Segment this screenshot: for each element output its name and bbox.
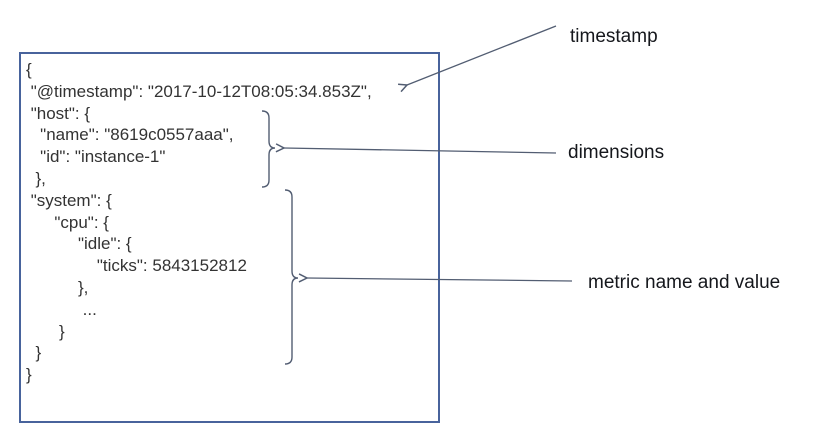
dimensions-label: dimensions <box>568 142 665 163</box>
metric-label: metric name and value <box>588 272 781 293</box>
code-line-cpu-open: "cpu": { <box>26 212 109 232</box>
code-line-idle-open: "idle": { <box>26 234 132 254</box>
json-document-box: { "@timestamp": "2017-10-12T08:05:34.853… <box>19 52 440 423</box>
code-line-root-close: } <box>26 365 32 385</box>
code-line-ticks: "ticks": 5843152812 <box>26 256 247 276</box>
code-line-system-close: } <box>26 343 42 363</box>
timestamp-label: timestamp <box>570 26 658 47</box>
code-line-host-id: "id": "instance-1" <box>26 147 166 167</box>
code-line-idle-close: }, <box>26 277 89 297</box>
code-line-host-close: }, <box>26 168 46 188</box>
code-line-timestamp: "@timestamp": "2017-10-12T08:05:34.853Z"… <box>26 81 372 101</box>
code-line-cpu-close: } <box>26 321 65 341</box>
json-code-block: { "@timestamp": "2017-10-12T08:05:34.853… <box>26 59 372 386</box>
code-line-host-name: "name": "8619c0557aaa", <box>26 125 234 145</box>
code-line-ellipsis: ... <box>26 299 97 319</box>
code-line: { <box>26 60 32 79</box>
code-line-host-open: "host": { <box>26 103 91 123</box>
code-line-system-open: "system": { <box>26 190 112 210</box>
